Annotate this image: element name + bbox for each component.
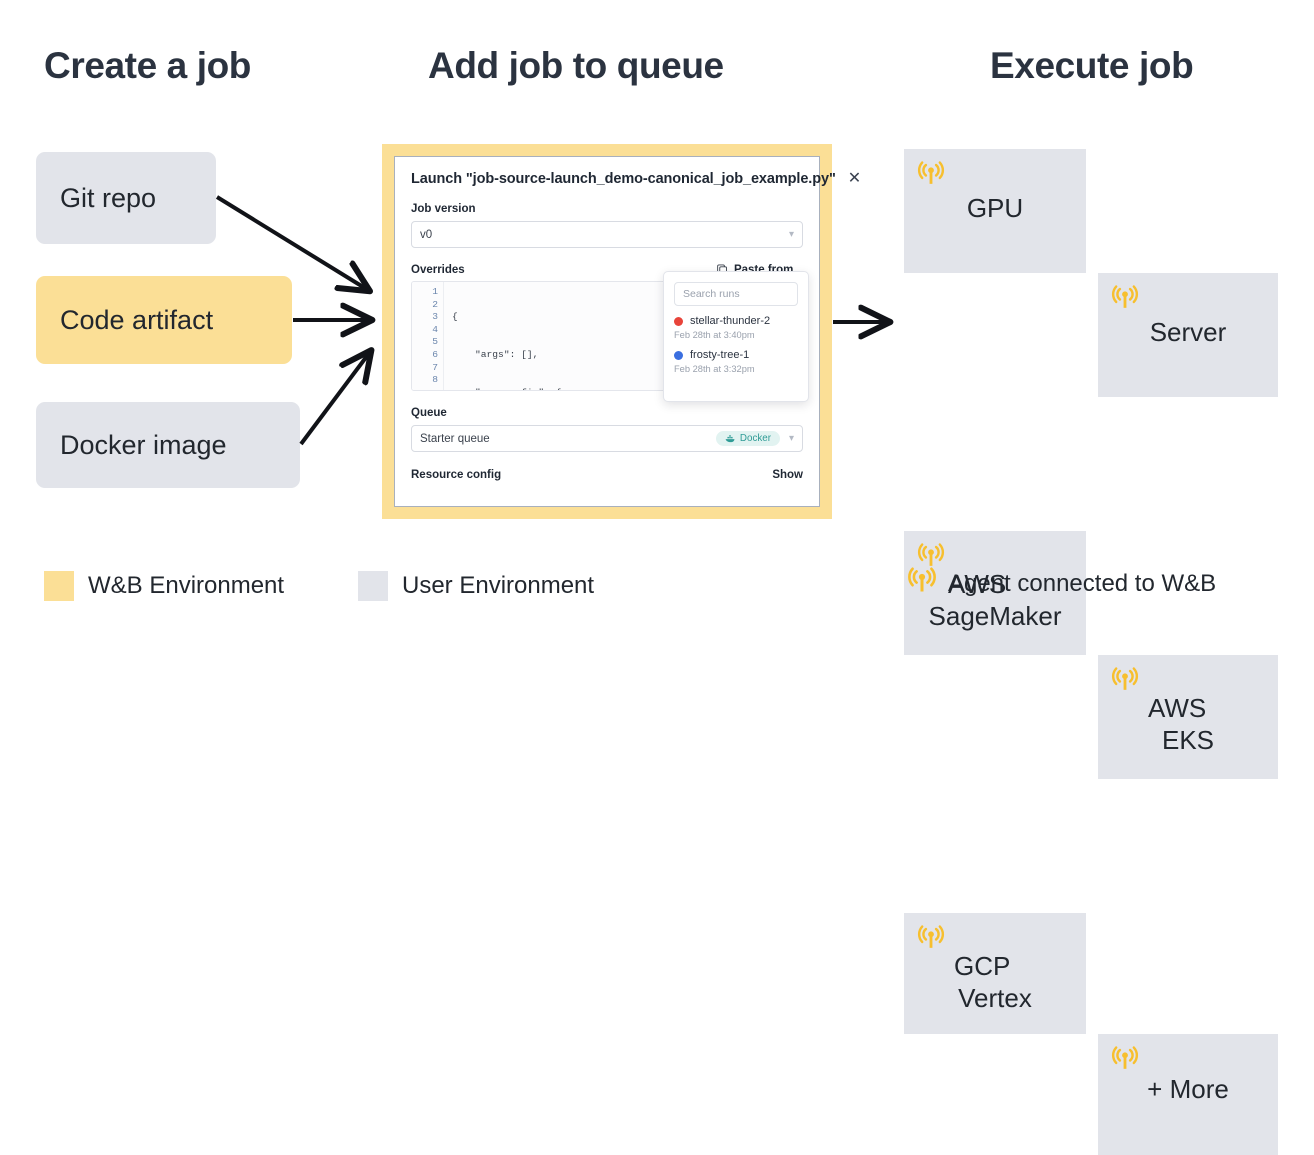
code-line: "run_config": { bbox=[452, 387, 802, 390]
target-card-label-line2: EKS bbox=[1161, 725, 1215, 755]
code-line-number: 2 bbox=[432, 298, 438, 310]
target-card-label-line1: AWS bbox=[1148, 693, 1207, 723]
job-version-select[interactable]: v0 ▾ bbox=[411, 221, 803, 248]
search-runs-placeholder: Search runs bbox=[683, 288, 740, 300]
code-content: { "args": [], "run_config": { "epochs": … bbox=[443, 282, 802, 390]
queue-value: Starter queue bbox=[420, 432, 490, 445]
legend-label: User Environment bbox=[402, 572, 595, 599]
target-card-label: Server bbox=[1149, 317, 1227, 347]
code-line-number: 7 bbox=[432, 361, 438, 373]
job-version-value: v0 bbox=[420, 228, 433, 241]
source-box-label: Git repo bbox=[60, 182, 157, 213]
agent-broadcast-icon bbox=[916, 159, 946, 194]
agent-broadcast-icon bbox=[1110, 665, 1140, 700]
chevron-down-icon: ▾ bbox=[788, 432, 794, 444]
code-line-number: 1 bbox=[432, 286, 438, 297]
target-card-label: + More bbox=[1147, 1074, 1229, 1104]
run-timestamp: Feb 28th at 3:40pm bbox=[674, 330, 755, 340]
queue-select[interactable]: Starter queue Docker ▾ bbox=[411, 425, 803, 452]
legend-label: W&B Environment bbox=[88, 572, 285, 599]
run-status-dot bbox=[674, 316, 683, 326]
run-timestamp: Feb 28th at 3:32pm bbox=[674, 364, 755, 374]
target-card-label-line1: GCP bbox=[954, 951, 1011, 981]
agent-broadcast-icon bbox=[1110, 283, 1140, 318]
overrides-label: Overrides bbox=[411, 264, 465, 276]
target-card-server[interactable]: Server bbox=[1098, 273, 1278, 397]
arrow-docker-image-to-queue bbox=[299, 352, 370, 446]
source-box-docker-image[interactable]: Docker image bbox=[36, 402, 300, 488]
run-list-item[interactable]: stellar-thunder-2 Feb 28th at 3:40pm bbox=[674, 315, 798, 340]
source-box-git-repo[interactable]: Git repo bbox=[36, 152, 216, 244]
legend-label: Agent connected to W&B bbox=[948, 569, 1217, 597]
code-line: { bbox=[452, 311, 458, 323]
dialog-header: Launch "job-source-launch_demo-canonical… bbox=[411, 171, 861, 188]
run-name: stellar-thunder-2 bbox=[690, 315, 771, 327]
heading-create-a-job: Create a job bbox=[44, 45, 251, 86]
legend-user-environment: User Environment bbox=[358, 571, 594, 601]
resource-config-label: Resource config bbox=[411, 469, 502, 481]
target-card-aws-sagemaker[interactable]: AWS SageMaker bbox=[904, 531, 1086, 655]
target-card-aws-eks[interactable]: AWS EKS bbox=[1098, 655, 1278, 779]
heading-add-job-to-queue: Add job to queue bbox=[428, 45, 724, 86]
resource-config-row: Resource config Show bbox=[411, 469, 803, 481]
code-line-number: 8 bbox=[432, 374, 438, 386]
code-line-number: 5 bbox=[432, 336, 438, 348]
code-line: "args": [], bbox=[452, 348, 539, 360]
target-card-label-line2: SageMaker bbox=[928, 601, 1062, 631]
target-card-more[interactable]: + More bbox=[1098, 1034, 1278, 1155]
code-line-number: 4 bbox=[432, 323, 438, 335]
resource-config-show-button[interactable]: Show bbox=[772, 469, 803, 481]
wandb-environment-panel: Launch "job-source-launch_demo-canonical… bbox=[382, 144, 861, 519]
job-version-label: Job version bbox=[411, 203, 476, 215]
code-gutter: 1 2 3 4 5 6 7 8 bbox=[412, 282, 443, 390]
run-status-dot bbox=[674, 350, 683, 360]
agent-broadcast-icon bbox=[916, 541, 946, 576]
source-box-code-artifact[interactable]: Code artifact bbox=[36, 276, 292, 364]
close-icon[interactable]: ✕ bbox=[847, 170, 862, 187]
diagram-canvas: Create a job Add job to queue Execute jo… bbox=[36, 45, 1278, 1155]
docker-badge-label: Docker bbox=[739, 433, 771, 444]
runs-popover: Search runs stellar-thunder-2 Feb 28th a… bbox=[663, 271, 809, 402]
legend-swatch bbox=[358, 571, 388, 601]
search-runs-input[interactable]: Search runs bbox=[674, 282, 798, 306]
agent-broadcast-icon bbox=[906, 565, 938, 602]
queue-label: Queue bbox=[411, 407, 447, 419]
legend-swatch bbox=[44, 571, 74, 601]
run-list-item[interactable]: frosty-tree-1 Feb 28th at 3:32pm bbox=[674, 349, 798, 374]
target-card-label-line1: AWS bbox=[948, 569, 1007, 599]
run-name: frosty-tree-1 bbox=[690, 349, 750, 361]
source-box-label: Docker image bbox=[60, 429, 227, 460]
target-card-gpu[interactable]: GPU bbox=[904, 149, 1086, 273]
code-line-number: 6 bbox=[432, 348, 438, 360]
dialog-title: Launch "job-source-launch_demo-canonical… bbox=[411, 171, 836, 187]
agent-broadcast-icon bbox=[916, 923, 946, 958]
target-card-label-line2: Vertex bbox=[958, 983, 1032, 1013]
chevron-down-icon: ▾ bbox=[788, 228, 794, 240]
heading-execute-job: Execute job bbox=[990, 45, 1194, 86]
code-line-number: 3 bbox=[432, 311, 438, 323]
target-card-gcp-vertex[interactable]: GCP Vertex bbox=[904, 913, 1086, 1034]
docker-whale-icon bbox=[725, 435, 735, 443]
source-box-label: Code artifact bbox=[60, 304, 214, 335]
docker-badge: Docker bbox=[715, 431, 780, 446]
legend-agent-connected: Agent connected to W&B bbox=[906, 565, 1216, 602]
target-card-label: GPU bbox=[966, 193, 1024, 223]
legend-wandb-environment: W&B Environment bbox=[44, 571, 284, 601]
